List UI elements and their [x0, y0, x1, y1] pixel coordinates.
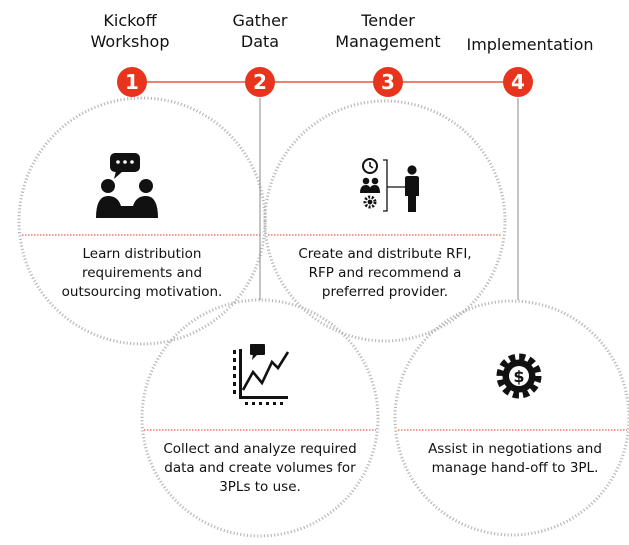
stage-3-marker: 3: [373, 67, 403, 97]
stage-4-title: Implementation: [460, 34, 600, 55]
data-chart-icon: [233, 344, 290, 405]
stage-1-title-line-1: Kickoff: [103, 11, 157, 30]
stage-4-circle: [393, 299, 629, 537]
stage-2-description: Collect and analyze required data and cr…: [148, 440, 372, 497]
stage-2-description-line: Collect and analyze required: [163, 441, 357, 457]
stage-1-description-line: requirements and: [81, 265, 203, 281]
stage-2-number: 2: [253, 70, 267, 94]
meeting-people-icon: [96, 153, 158, 218]
stage-2-title-line-1: Gather: [232, 11, 288, 30]
stage-1-title-line-2: Workshop: [90, 32, 170, 51]
stage-4-title-line-1: Implementation: [466, 35, 594, 54]
stage-2-title: Gather Data: [210, 10, 310, 52]
stage-2-description-line: data and create volumes for: [164, 460, 356, 476]
stage-2-circle: [140, 298, 380, 538]
stage-3-circle: [263, 99, 507, 343]
stage-3-description-line: RFP and recommend a: [308, 265, 462, 281]
stage-2-marker: 2: [245, 67, 275, 97]
stage-4-description: Assist in negotiations and manage hand-o…: [410, 440, 620, 478]
stage-3-description-line: Create and distribute RFI,: [298, 246, 472, 262]
svg-text:$: $: [513, 367, 524, 386]
stage-1-description: Learn distribution requirements and outs…: [32, 245, 252, 302]
stage-1-description-line: outsourcing motivation.: [61, 284, 223, 300]
stage-1-number: 1: [125, 70, 139, 94]
stage-2-title-line-2: Data: [240, 32, 280, 51]
stage-3-title-line-1: Tender: [361, 11, 415, 30]
stage-3-number: 3: [381, 70, 395, 94]
stage-4-number: 4: [511, 70, 525, 94]
stage-3-title-line-2: Management: [335, 32, 441, 51]
stage-4-description-line: manage hand-off to 3PL.: [431, 460, 599, 476]
stage-4-description-line: Assist in negotiations and: [428, 441, 602, 457]
stage-1-description-line: Learn distribution: [82, 246, 202, 262]
stage-3-description: Create and distribute RFI, RFP and recom…: [275, 245, 495, 302]
stage-3-description-line: preferred provider.: [321, 284, 449, 300]
stage-1-circle: [17, 96, 267, 346]
stage-1-title: Kickoff Workshop: [70, 10, 190, 52]
stage-3-title: Tender Management: [328, 10, 448, 52]
stage-4-marker: 4: [503, 67, 533, 97]
stage-1-marker: 1: [117, 67, 147, 97]
stage-2-description-line: 3PLs to use.: [219, 479, 301, 495]
dollar-gear-icon: $: [496, 353, 542, 399]
tender-team-icon: [360, 158, 419, 212]
